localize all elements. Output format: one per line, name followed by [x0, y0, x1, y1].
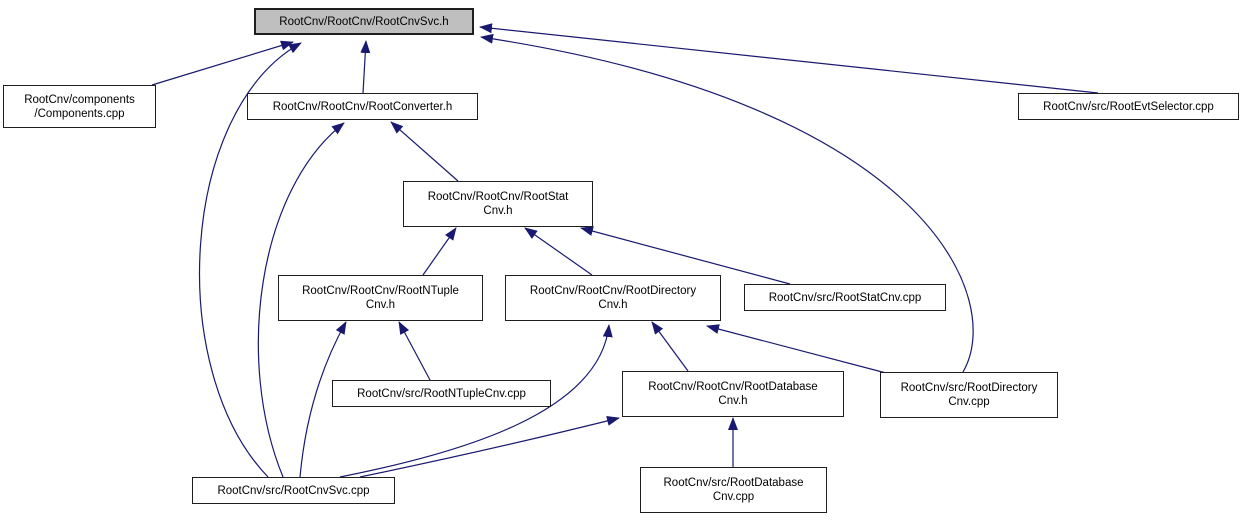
- edge-rootdirectorycnv-cpp-to-rootdirectorycnv-h: [706, 324, 887, 374]
- graph-node-components-cpp[interactable]: RootCnv/components/Components.cpp: [3, 85, 156, 128]
- graph-node-rootntuplecnv-cpp[interactable]: RootCnv/src/RootNTupleCnv.cpp: [332, 380, 551, 407]
- edge-rootntuplecnv-cpp-to-rootntuplecnv-h: [398, 321, 431, 381]
- node-label-line: Cnv.h: [718, 395, 748, 407]
- graph-node-rootcnvsvc-cpp[interactable]: RootCnv/src/RootCnvSvc.cpp: [192, 477, 395, 504]
- node-label-line: RootCnv/components: [24, 93, 135, 106]
- edge-rootconverter-h-to-rootcnvsvc-h: [360, 40, 371, 94]
- node-label-line: Cnv.cpp: [948, 396, 990, 408]
- node-label-line: RootCnv/RootCnv/RootDatabase: [648, 381, 818, 393]
- node-label-line: /Components.cpp: [34, 107, 125, 120]
- node-label-line: RootCnv/src/RootStatCnv.cpp: [768, 291, 922, 304]
- graph-node-rootstatcnv-cpp[interactable]: RootCnv/src/RootStatCnv.cpp: [744, 284, 946, 311]
- edge-rootdirectorycnv-cpp-to-rootcnvsvc-h: [480, 33, 974, 373]
- node-label-line: RootCnv/RootCnv/RootStat: [427, 191, 569, 203]
- node-label-line: RootCnv/RootCnv/RootNTuple: [302, 285, 459, 297]
- node-label-line: RootCnv/RootCnv/RootCnvSvc.h: [279, 15, 449, 28]
- edge-rootstatcnv-h-to-rootconverter-h: [390, 121, 459, 182]
- node-label-line: RootCnv/RootCnv/RootDirectory: [529, 285, 697, 297]
- edge-rootcnvsvc-cpp-to-rootdirectorycnv-h: [339, 324, 613, 478]
- edge-rootcnvsvc-cpp-to-rootcnvsvc-h: [198, 42, 302, 478]
- edge-rootevtselector-cpp-to-rootcnvsvc-h: [479, 23, 1099, 94]
- edge-rootntuplecnv-h-to-rootstatcnv-h: [422, 227, 457, 276]
- node-label-line: RootCnv/src/RootDirectory: [900, 382, 1038, 394]
- graph-node-rootevtselector-cpp[interactable]: RootCnv/src/RootEvtSelector.cpp: [1018, 93, 1239, 120]
- edge-rootstatcnv-cpp-to-rootstatcnv-h: [580, 226, 791, 285]
- node-label-line: Cnv.h: [598, 299, 628, 311]
- node-label-line: Cnv.cpp: [712, 491, 755, 503]
- edge-rootdatabasecnv-h-to-rootdirectorycnv-h: [651, 321, 689, 372]
- edge-rootcnvsvc-cpp-to-rootntuplecnv-h: [299, 321, 347, 478]
- node-label-line: Cnv.h: [483, 205, 513, 217]
- graph-node-rootcnvsvc-h[interactable]: RootCnv/RootCnv/RootCnvSvc.h: [254, 8, 474, 35]
- node-label-line: RootCnv/src/RootCnvSvc.cpp: [217, 484, 370, 497]
- edge-components-cpp-to-rootcnvsvc-h: [151, 40, 294, 86]
- node-label-line: RootCnv/RootCnv/RootConverter.h: [272, 100, 453, 113]
- edge-rootcnvsvc-cpp-to-rootdatabasecnv-h: [359, 416, 620, 478]
- edge-rootdirectorycnv-h-to-rootstatcnv-h: [524, 227, 593, 276]
- node-label-line: RootCnv/src/RootDatabase: [663, 477, 804, 489]
- graph-node-rootconverter-h[interactable]: RootCnv/RootCnv/RootConverter.h: [247, 93, 478, 120]
- node-label-line: RootCnv/src/RootNTupleCnv.cpp: [357, 387, 526, 400]
- node-label-line: Cnv.h: [365, 299, 396, 311]
- edge-rootcnvsvc-cpp-to-rootconverter-h: [257, 122, 345, 478]
- node-label-line: RootCnv/src/RootEvtSelector.cpp: [1043, 100, 1214, 113]
